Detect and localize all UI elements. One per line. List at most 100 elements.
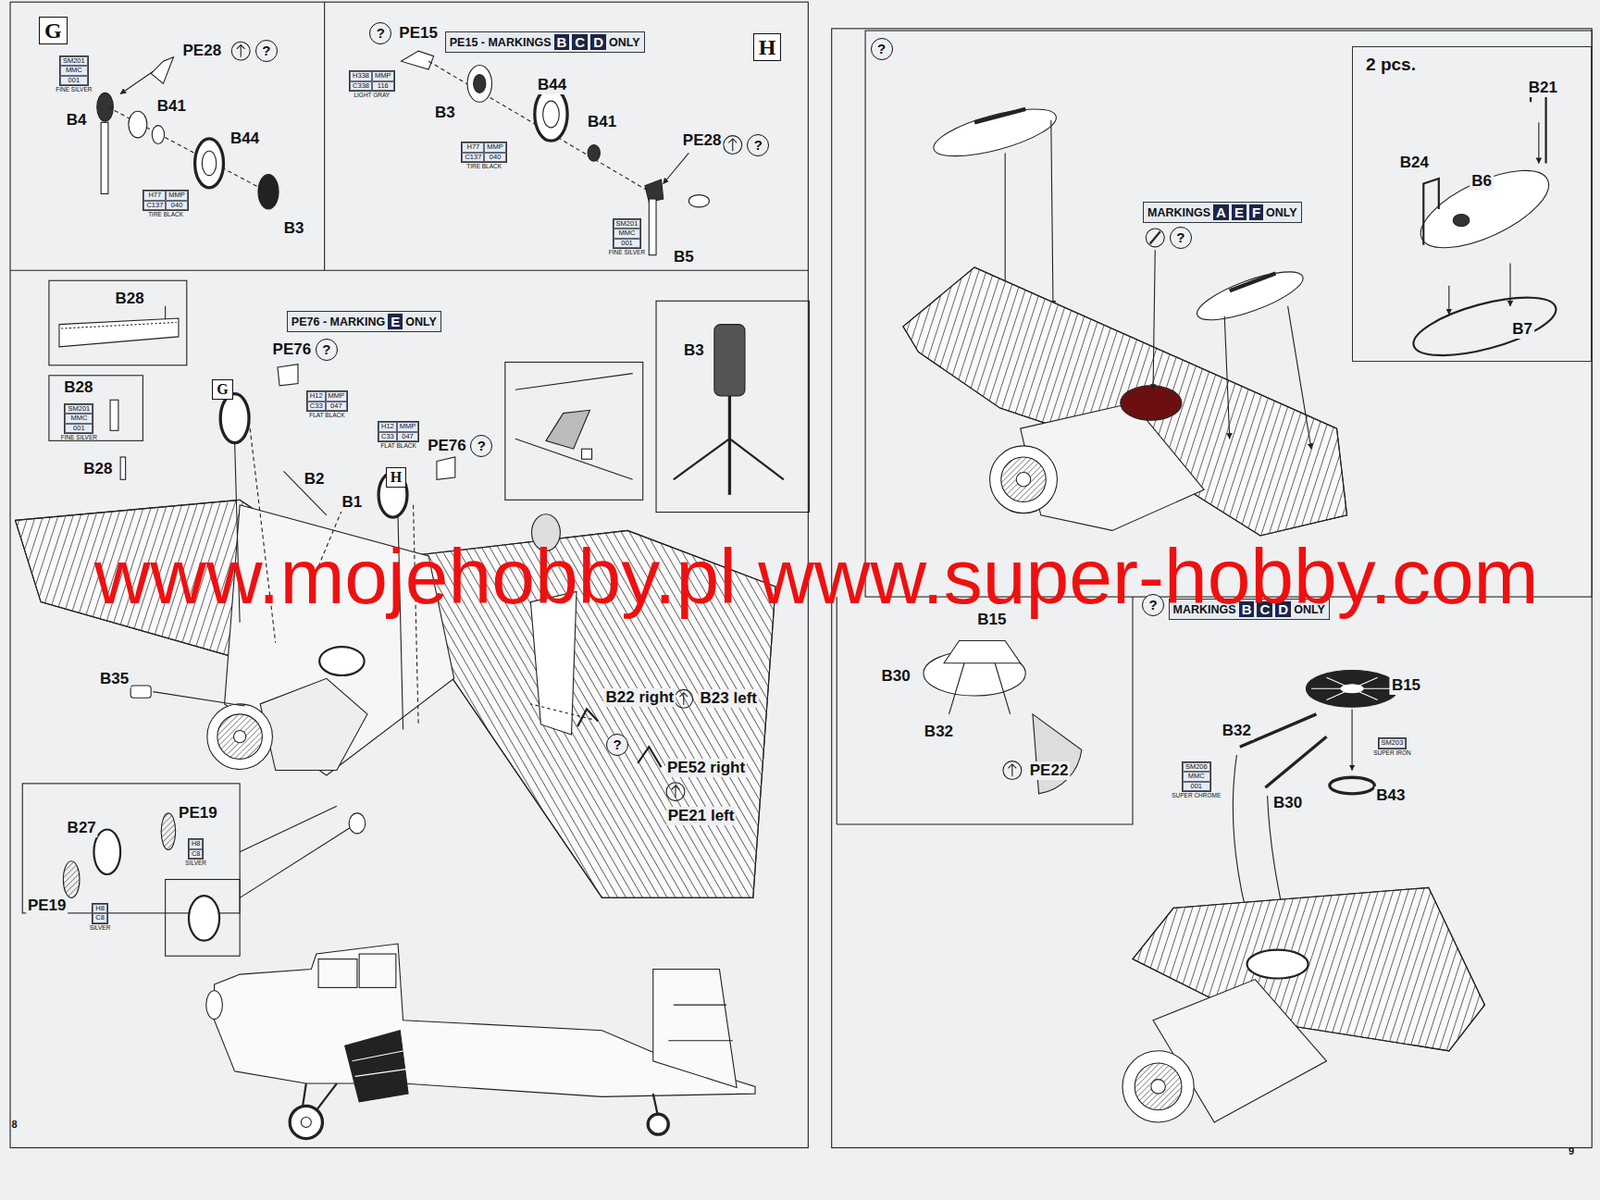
paint-code: 001 (60, 75, 88, 87)
marking-letter: F (1249, 204, 1264, 221)
watermark: www.mojehobby.pl www.super-hobby.com (94, 532, 1539, 622)
part-label: B41 (155, 97, 188, 116)
paint-reference: H77MMPC137040TIRE BLACK (142, 189, 188, 211)
aircraft-underside (220, 394, 249, 444)
aircraft-side-view (351, 1051, 404, 1062)
aircraft-wing-pods (1016, 472, 1030, 487)
aircraft-underside (130, 685, 151, 698)
optional-symbol: ? (470, 434, 493, 458)
spreader-detail (1032, 714, 1082, 794)
tank-detail (1423, 178, 1439, 246)
marking-letter: B (554, 34, 571, 50)
paint-name: TIRE BLACK (466, 162, 502, 170)
paint-name: FINE SILVER (61, 434, 98, 441)
paint-code: MMC (1182, 771, 1211, 782)
paint-code: H77 (143, 190, 166, 201)
marking-letter: A (1213, 204, 1229, 221)
part-label: B23 left (698, 689, 759, 708)
banner-text: ONLY (405, 315, 437, 329)
step-letter-text: H (758, 35, 777, 60)
paint-code: SM201 (613, 219, 642, 230)
marking-letter: E (1231, 204, 1247, 221)
step-letter-text: H (390, 469, 402, 485)
paint-reference: H12MMPC33047FLAT BLACK (306, 390, 348, 412)
part-label: B6 (1469, 172, 1494, 191)
paint-code: C137 (143, 200, 166, 211)
spreader-detail (1246, 950, 1308, 980)
aircraft-underside (436, 457, 456, 480)
spreader-detail (1003, 761, 1022, 781)
aircraft-wing-pods (990, 446, 1058, 514)
detail-insets (165, 880, 240, 957)
paint-code: C338 (349, 81, 373, 92)
part-label: B3 (282, 219, 307, 238)
aircraft-wing-pods (1051, 120, 1054, 307)
paint-reference: SM203SUPER IRON (1377, 737, 1408, 750)
tank-detail (1452, 214, 1470, 227)
part-label: PE52 right (665, 758, 747, 778)
part-label: B3 (682, 341, 707, 360)
spreader-detail (994, 663, 1011, 715)
marking-banner: PE76 - MARKINGEONLY (286, 310, 442, 333)
paint-code: C8 (188, 849, 204, 860)
aircraft-underside (637, 746, 661, 768)
page-frames (865, 30, 1592, 597)
paint-name: SILVER (185, 859, 207, 867)
step-g-wheel (258, 174, 279, 210)
spreader-detail (1351, 708, 1353, 770)
paint-code: H8 (92, 904, 108, 915)
paint-code: SM203 (1378, 738, 1407, 749)
paint-code: MMC (60, 65, 88, 76)
banner-text: ONLY (1265, 206, 1298, 220)
assembly-illustration (10, 1, 1592, 1148)
part-label: PE28 (681, 131, 724, 150)
paint-name: LIGHT GRAY (353, 91, 390, 99)
paint-code: SM201 (60, 56, 88, 67)
step-g-wheel (97, 41, 279, 210)
paint-name: FINE SILVER (55, 86, 92, 93)
part-label: B7 (1510, 320, 1535, 339)
detail-insets (61, 322, 177, 329)
step-h-wheel (400, 50, 742, 256)
marking-banner: PE15 - MARKINGSBCDONLY (445, 31, 645, 53)
paint-name: TIRE BLACK (148, 210, 184, 218)
aircraft-wing-pods (1229, 273, 1277, 292)
paint-code: C33 (378, 432, 397, 443)
paint-name: SILVER (89, 924, 112, 931)
marking-letter: E (387, 313, 403, 330)
aircraft-underside (671, 785, 681, 798)
part-label: PE15 (396, 24, 440, 43)
step-h-wheel (723, 136, 743, 155)
aircraft-underside (217, 714, 263, 760)
detail-insets (239, 826, 352, 898)
spreader-detail (1305, 669, 1398, 707)
paint-name: FINE SILVER (608, 248, 645, 256)
aircraft-underside (674, 689, 694, 708)
detail-insets (164, 306, 166, 320)
page-frames (10, 270, 808, 272)
spreader-detail (1122, 1051, 1194, 1123)
part-label: PE21 left (666, 806, 737, 826)
step-g-wheel (150, 57, 174, 85)
paint-code: H77 (461, 142, 484, 153)
step-h-wheel (467, 65, 492, 103)
tank-detail (1410, 154, 1560, 263)
optional-symbol: ? (369, 22, 392, 45)
step-letter: H (753, 33, 782, 62)
banner-text: MARKINGS (1147, 206, 1211, 220)
aircraft-side-view (673, 1004, 727, 1006)
part-label: B44 (228, 129, 261, 149)
aircraft-underside (207, 704, 273, 770)
paint-reference: H8C8SILVER (91, 903, 109, 925)
paint-code: H12 (307, 391, 326, 402)
aircraft-wing-pods (1191, 261, 1308, 330)
part-label: B43 (1374, 786, 1407, 806)
aircraft-underside (348, 813, 366, 834)
detail-insets (120, 457, 126, 480)
part-label: B22 right (604, 688, 677, 707)
step-letter: G (211, 379, 233, 400)
banner-text: PE76 - MARKING (291, 315, 385, 329)
part-label: B5 (671, 248, 696, 267)
optional-symbol: ? (870, 37, 894, 61)
paint-code: C8 (92, 913, 108, 924)
